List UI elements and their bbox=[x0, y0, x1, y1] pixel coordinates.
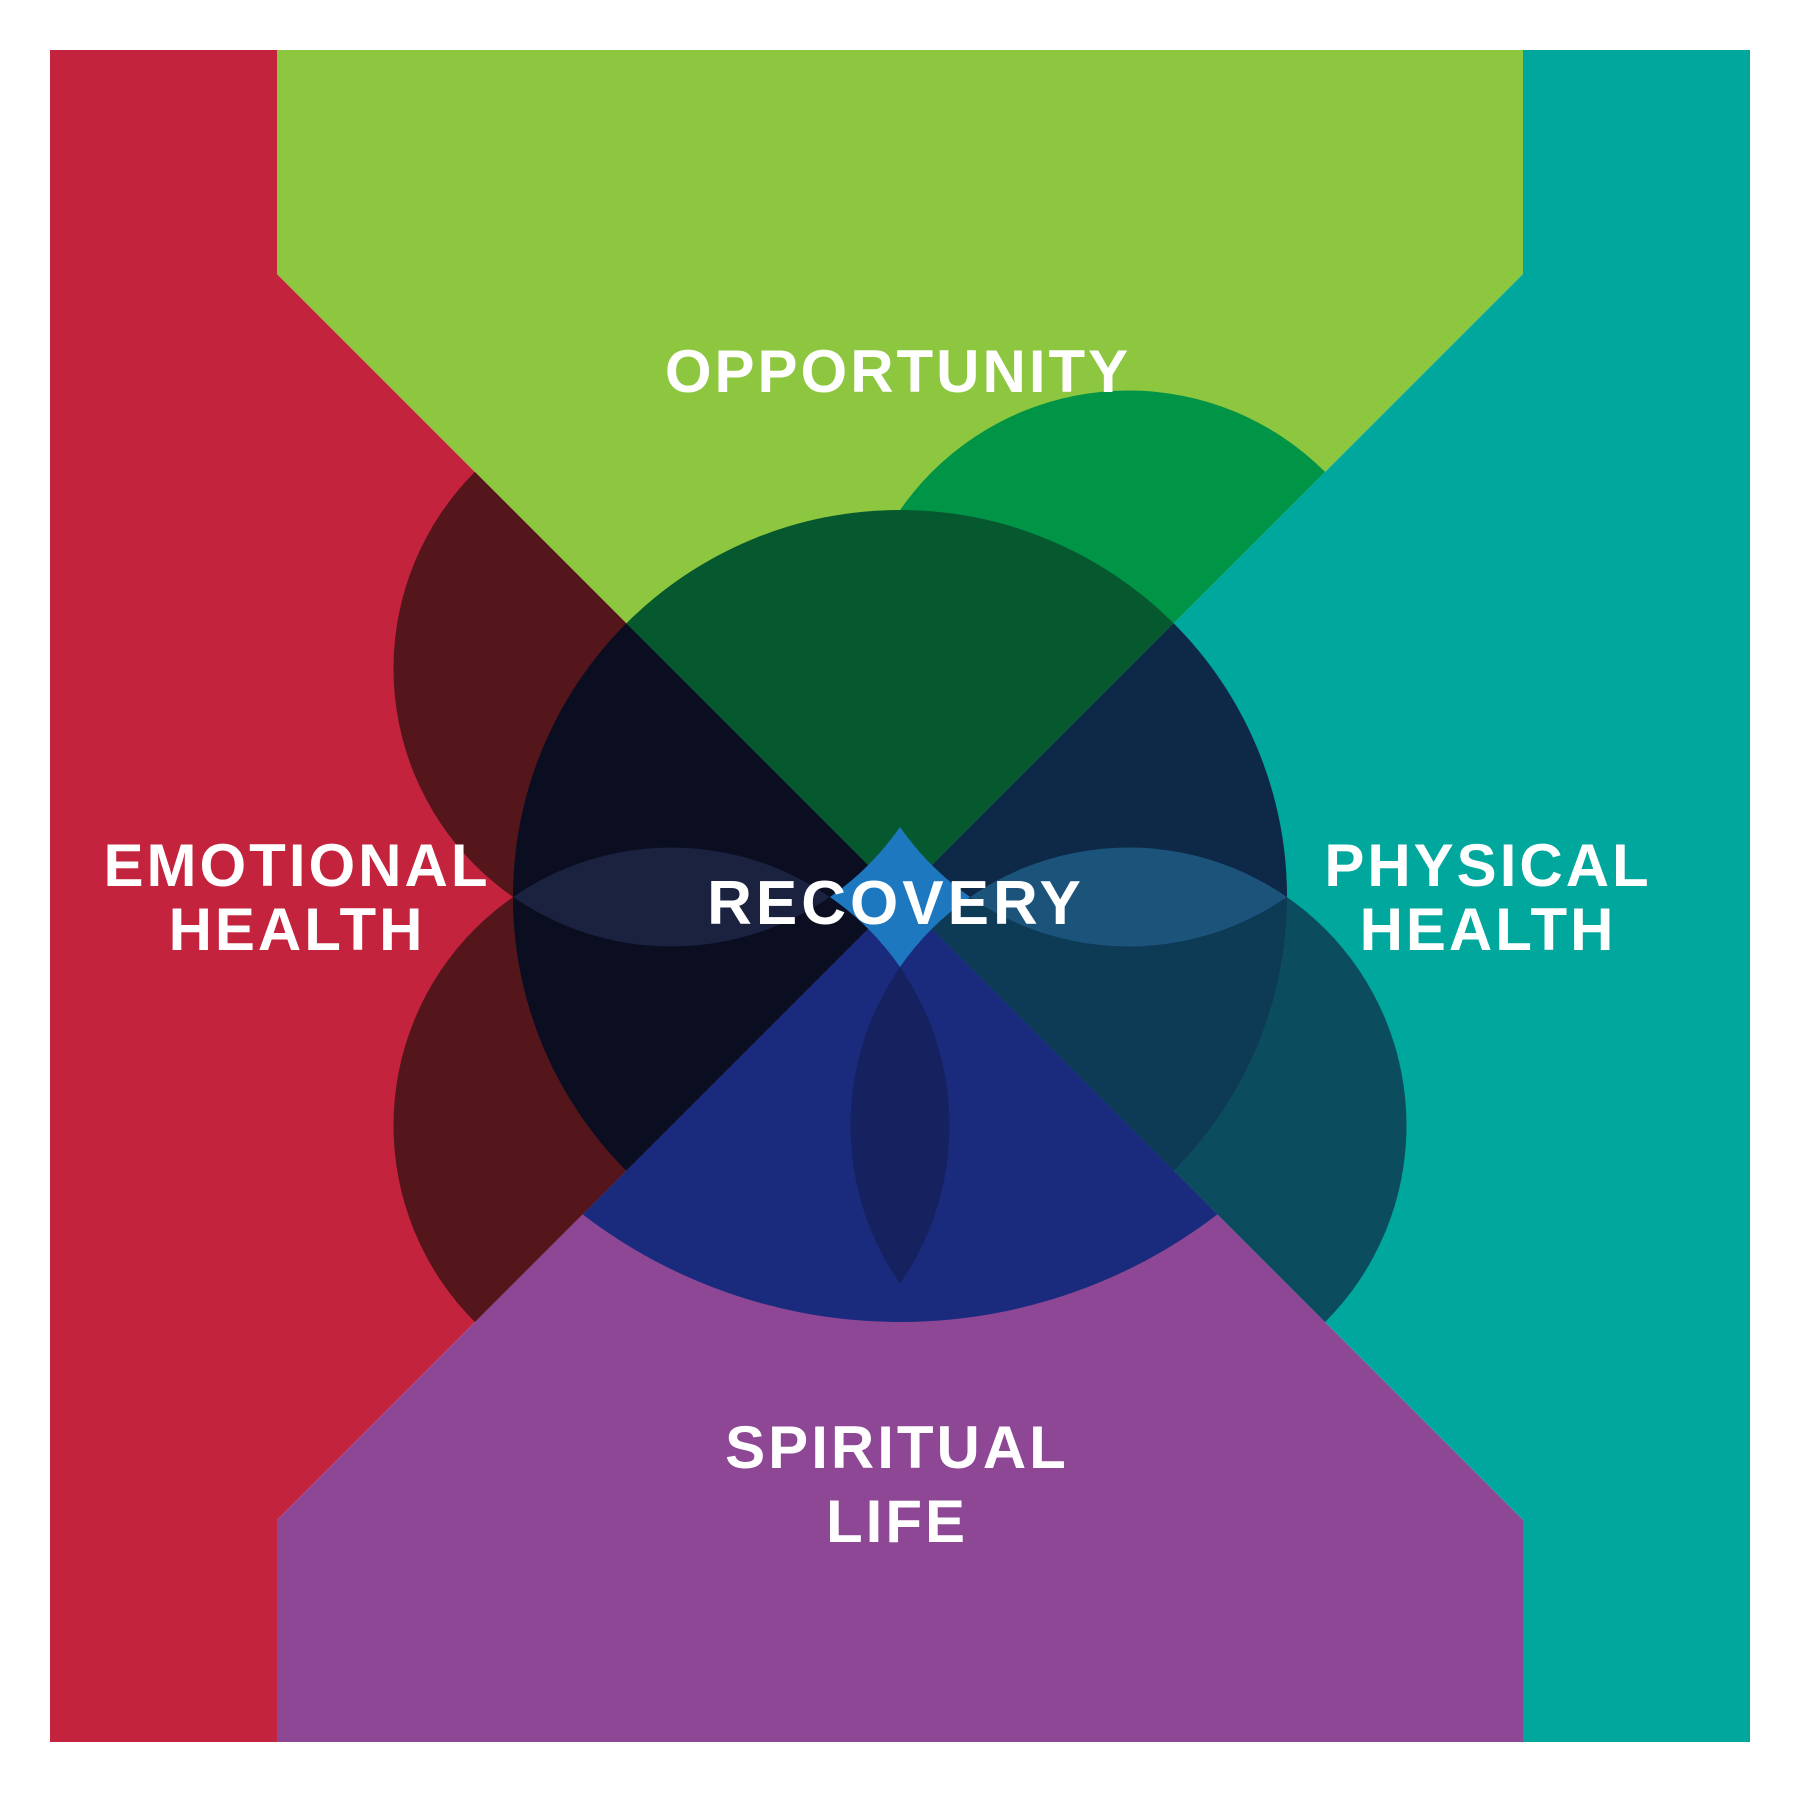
quadrant-opportunity bbox=[277, 50, 1523, 897]
label-physical-health: HEALTH bbox=[1360, 896, 1617, 963]
label-emotional-health: HEALTH bbox=[169, 896, 426, 963]
label-opportunity: OPPORTUNITY bbox=[665, 338, 1131, 405]
quadrant-physical-health bbox=[900, 50, 1750, 1742]
label-recovery: RECOVERY bbox=[707, 869, 1085, 938]
overlap-top-right-center-over-teal bbox=[900, 510, 1287, 947]
center-gap-diamond bbox=[830, 827, 970, 967]
quadrant-emotional-health bbox=[50, 50, 900, 1742]
label-emotional: EMOTIONAL bbox=[104, 832, 491, 899]
label-spiritual-life: LIFE bbox=[826, 1488, 968, 1555]
label-physical: PHYSICAL bbox=[1324, 832, 1651, 899]
label-spiritual: SPIRITUAL bbox=[725, 1414, 1069, 1481]
